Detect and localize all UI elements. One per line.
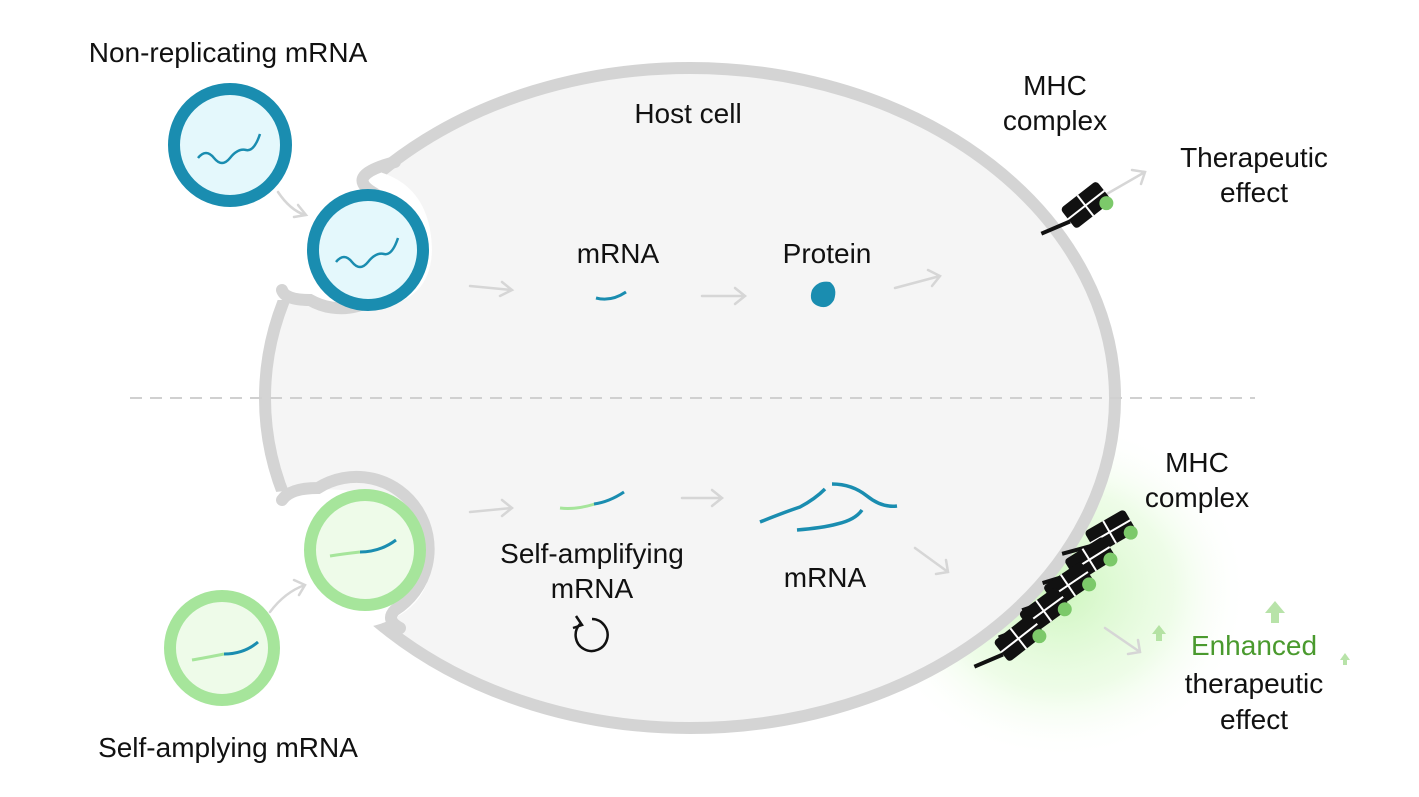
mhc-label-bottom-line2: complex	[1145, 482, 1249, 513]
enhanced-label-line3: effect	[1220, 704, 1288, 735]
protein-label: Protein	[783, 238, 872, 269]
amplified-rna-group	[759, 482, 898, 532]
therapeutic-label-line2: effect	[1220, 177, 1288, 208]
non-replicating-vesicle-entering	[307, 189, 429, 311]
cycle-icon	[572, 615, 609, 653]
mhc-label-top: MHC	[1023, 70, 1087, 101]
non-replicating-vesicle-outside	[168, 83, 292, 207]
self-amplying-label: Self-amplying mRNA	[98, 732, 358, 763]
mhc-label-top-line2: complex	[1003, 105, 1107, 136]
protein-icon	[810, 281, 836, 308]
self-amplifying-vesicle-entering	[304, 489, 426, 611]
mrna-label-bottom: mRNA	[784, 562, 867, 593]
rna-strand-icon	[197, 133, 262, 165]
self-amp-label-line2: mRNA	[551, 573, 634, 604]
rna-strand-icon	[595, 290, 627, 301]
enhanced-label-line2: therapeutic	[1185, 668, 1324, 699]
up-arrow-icon	[1152, 601, 1350, 665]
host-cell-label: Host cell	[634, 98, 741, 129]
rna-strand-icon	[335, 237, 400, 269]
self-amplifying-vesicle-outside	[164, 590, 280, 706]
self-amp-label: Self-amplifying	[500, 538, 684, 569]
mrna-label-top: mRNA	[577, 238, 660, 269]
non-replicating-label: Non-replicating mRNA	[89, 37, 368, 68]
therapeutic-label: Therapeutic	[1180, 142, 1328, 173]
rna-strand-icon	[359, 538, 397, 554]
flow-arrows	[268, 168, 1147, 656]
rna-strand-icon	[223, 640, 259, 656]
mhc-label-bottom: MHC	[1165, 447, 1229, 478]
enhanced-label: Enhanced	[1191, 630, 1317, 661]
rna-strand-icon	[593, 490, 625, 506]
